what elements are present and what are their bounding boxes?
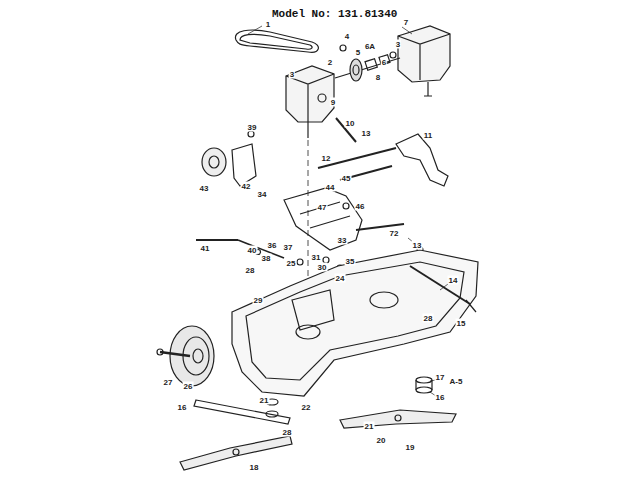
callout-number: 45 <box>341 174 352 183</box>
callout-number: 26 <box>183 382 194 391</box>
callout-number: 25 <box>286 259 297 268</box>
callout-number: 1 <box>265 20 271 29</box>
callout-number: 27 <box>163 378 174 387</box>
callout-number: 16 <box>177 403 188 412</box>
callout-number: 12 <box>321 154 332 163</box>
callout-number: 38 <box>261 254 272 263</box>
model-title: Model No: 131.81340 <box>272 8 397 20</box>
callout-number: 33 <box>337 236 348 245</box>
callout-number: 39 <box>247 123 258 132</box>
callout-number: 28 <box>245 266 256 275</box>
callout-number: 29 <box>253 296 264 305</box>
callout-number: 18 <box>249 463 260 472</box>
callout-number: 42 <box>241 182 252 191</box>
callout-number: 44 <box>325 183 336 192</box>
callout-number: 35 <box>345 257 356 266</box>
callout-number: 34 <box>257 190 268 199</box>
callout-number: 15 <box>456 319 467 328</box>
callout-number: 3 <box>395 40 401 49</box>
callout-number: 46 <box>355 202 366 211</box>
callout-number: 6A <box>364 42 376 51</box>
callout-number: 10 <box>345 119 356 128</box>
callout-number: 37 <box>283 243 294 252</box>
callout-number: 13 <box>361 129 372 138</box>
callout-number: 22 <box>301 403 312 412</box>
callout-number: 43 <box>199 184 210 193</box>
callout-number: A-5 <box>449 377 464 386</box>
callout-number: 21 <box>259 396 270 405</box>
callout-number: 4 <box>344 32 350 41</box>
callout-number: 47 <box>317 203 328 212</box>
callout-number: 14 <box>448 276 459 285</box>
callout-number: 3 <box>289 70 295 79</box>
callout-number: 28 <box>423 314 434 323</box>
callout-number: 11 <box>423 131 433 140</box>
callout-number: 36 <box>267 241 278 250</box>
callout-number: 21 <box>364 422 375 431</box>
callout-number: 20 <box>376 436 387 445</box>
callout-number: 31 <box>311 253 322 262</box>
callout-number: 28 <box>282 428 293 437</box>
callout-number: 19 <box>405 443 416 452</box>
callout-number: 5 <box>355 48 361 57</box>
callout-number: 16 <box>435 393 446 402</box>
callout-number: 41 <box>200 244 211 253</box>
callout-number: 30 <box>317 263 328 272</box>
callout-number: 2 <box>327 58 333 67</box>
callout-number: 40 <box>247 246 258 255</box>
callout-number: 13 <box>412 241 423 250</box>
callout-number: 17 <box>435 373 446 382</box>
callout-number: 7 <box>403 18 409 27</box>
callout-number: 72 <box>389 229 400 238</box>
callout-number: 9 <box>330 98 336 107</box>
callout-number: 6 <box>381 58 387 67</box>
callout-number: 8 <box>375 73 381 82</box>
callout-number: 24 <box>335 274 346 283</box>
